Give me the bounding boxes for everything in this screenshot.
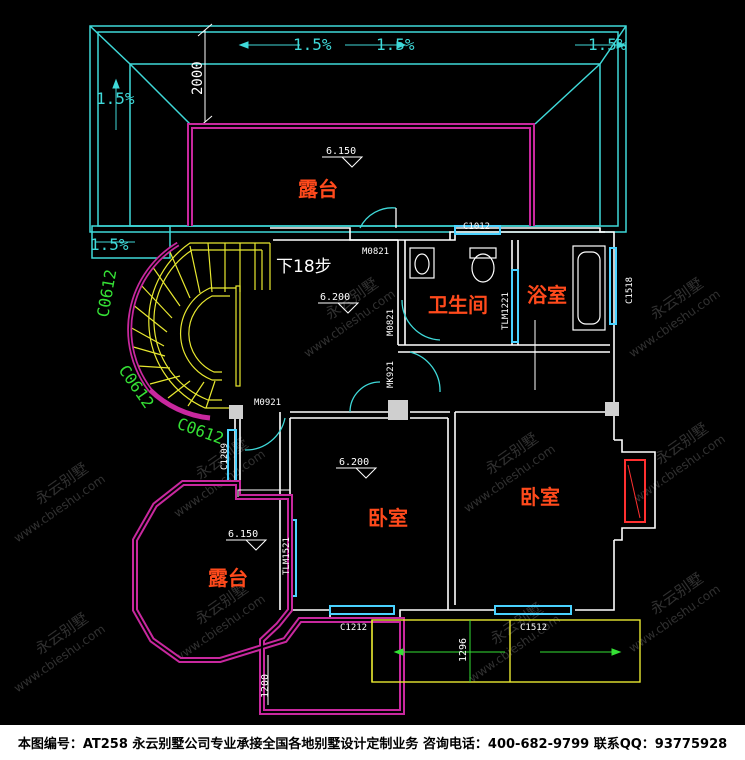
roof-canopy	[89, 25, 627, 259]
door-swings	[244, 207, 441, 451]
washbasin	[409, 247, 435, 279]
window-c1212	[329, 605, 395, 615]
label-c1212: C1212	[340, 623, 367, 633]
label-c1518: C1518	[625, 277, 635, 304]
elevation-labels: 6.150 6.200 6.200 6.150	[228, 146, 369, 540]
bathtub	[572, 245, 606, 331]
room-label-bedroom-left: 卧室	[368, 506, 408, 530]
label-c0612-b: C0612	[115, 361, 158, 411]
room-label-shower: 浴室	[527, 283, 567, 307]
dimension-label-canopy: 2000	[190, 61, 206, 95]
slope-label-top-right: 1.5%	[588, 35, 627, 54]
stair-window-labels: C0612 C0612 C0612	[93, 268, 226, 448]
label-m0921: M0921	[254, 398, 281, 408]
elevation-terrace-top: 6.150	[326, 146, 356, 157]
dimension-label-bay: 1296	[458, 638, 469, 662]
stair-outer-railing	[127, 241, 211, 421]
hip-line	[534, 63, 601, 125]
window-c1012	[454, 225, 501, 235]
slope-label-balcony: 1.5%	[90, 235, 129, 254]
slope-labels: 1.5% 1.5% 1.5% 1.5% 1.5%	[90, 35, 627, 254]
bathroom-fixtures	[409, 245, 606, 331]
elevation-bedroom: 6.200	[339, 457, 369, 468]
room-label-terrace-bottom: 露台	[208, 566, 248, 590]
label-m0821-a: M0821	[362, 247, 389, 257]
stair-label: 下18步	[276, 257, 332, 277]
opening-labels: M0821 C1012 M0921 C1212 C1512 M0821 MK92…	[220, 222, 635, 633]
slope-label-left: 1.5%	[96, 89, 135, 108]
slope-label-top-mid: 1.5%	[376, 35, 415, 54]
room-label-bathroom: 卫生间	[428, 293, 488, 317]
green-dimensions	[393, 620, 622, 682]
elevation-hall: 6.200	[320, 292, 350, 303]
door-tlm1221	[511, 269, 519, 343]
canopy-side-block	[91, 225, 171, 259]
terrace-bottom-inner	[237, 489, 290, 705]
slope-arrows	[95, 41, 627, 243]
elevation-terrace-bottom: 6.150	[228, 529, 258, 540]
canopy-hip-inner	[129, 63, 601, 227]
window-c1512	[494, 605, 572, 615]
room-label-bedroom-right: 卧室	[520, 485, 560, 509]
toilet	[469, 247, 497, 259]
label-mk921: MK921	[386, 361, 396, 388]
bottom-planters	[371, 619, 641, 683]
label-c1512: C1512	[520, 623, 547, 633]
label-tlm1521: TLM1521	[282, 537, 292, 575]
room-labels: 露台 卫生间 浴室 卧室 卧室 露台	[208, 177, 567, 590]
hip-line	[89, 25, 131, 65]
wall-columns	[229, 400, 619, 420]
terrace-top-railing	[187, 123, 535, 226]
bay-window-right	[614, 439, 656, 541]
footer-banner: 本图编号：AT258 永云别墅公司专业承接全国各地别墅设计定制业务 咨询电话：4…	[0, 725, 745, 760]
label-m0821-b: M0821	[386, 309, 396, 336]
label-tlm1221: TLM1221	[501, 292, 511, 330]
footer-text: 本图编号：AT258 永云别墅公司专业承接全国各地别墅设计定制业务 咨询电话：4…	[17, 737, 728, 752]
level-markers	[226, 156, 550, 551]
window-c1518	[609, 247, 617, 325]
dimension-label-bottom: 1200	[260, 674, 271, 698]
label-c0612-a: C0612	[93, 268, 120, 319]
label-c1209: C1209	[220, 443, 230, 470]
canopy-outer	[89, 25, 627, 233]
spiral-stair	[127, 242, 271, 409]
slope-label-top-left: 1.5%	[293, 35, 332, 54]
room-label-terrace-top: 露台	[298, 177, 338, 201]
hip-line	[129, 63, 191, 125]
label-c1012: C1012	[463, 222, 490, 232]
